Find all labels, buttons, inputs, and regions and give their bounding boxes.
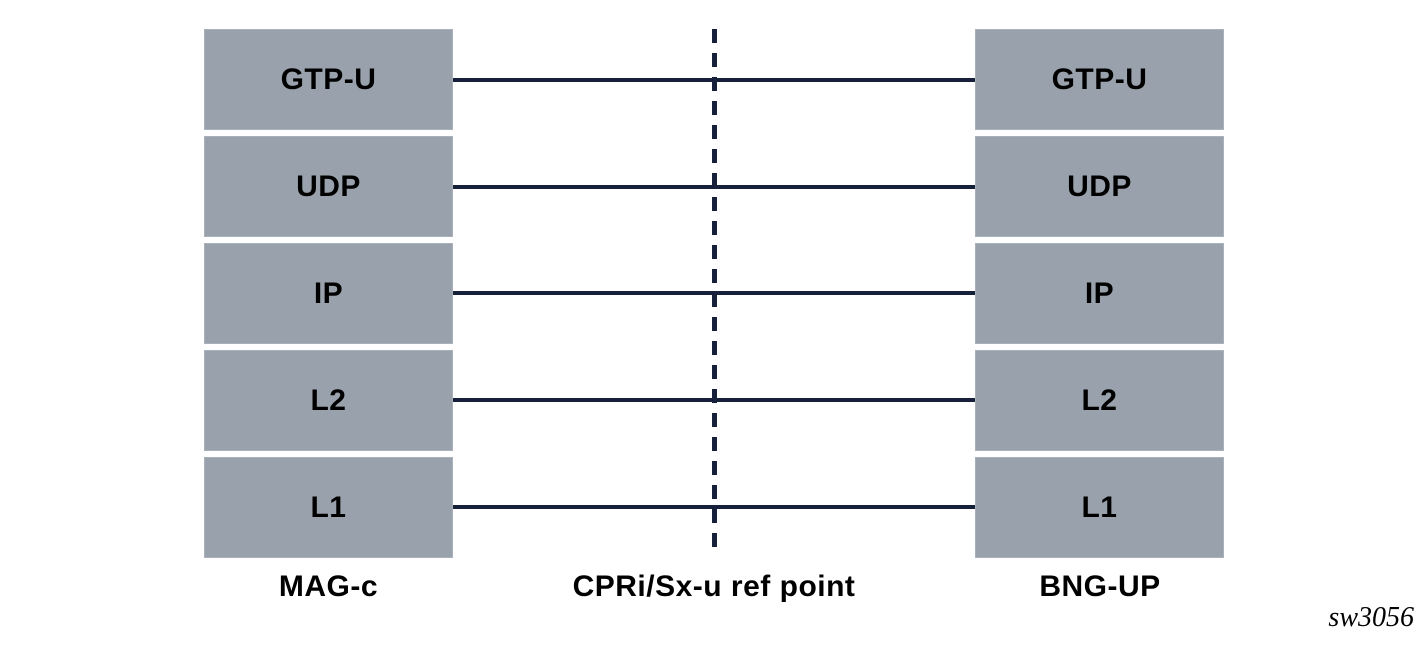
ref-point-dashed-line: [712, 29, 717, 549]
left-stack-label: MAG-c: [278, 570, 379, 603]
layer-box-right-ip: IP: [975, 243, 1224, 344]
right-stack-label: BNG-UP: [1039, 570, 1161, 603]
layer-label: GTP-U: [280, 62, 377, 96]
layer-box-right-gtp-u: GTP-U: [975, 29, 1224, 130]
layer-box-right-l1: L1: [975, 457, 1224, 558]
figure-id: sw3056: [1328, 602, 1414, 633]
layer-label: UDP: [296, 169, 361, 203]
ref-point-label: CPRi/Sx-u ref point: [572, 570, 856, 603]
layer-label: L1: [310, 490, 347, 524]
layer-box-left-l2: L2: [204, 350, 453, 451]
layer-box-left-l1: L1: [204, 457, 453, 558]
layer-label: IP: [1084, 276, 1115, 310]
layer-label: L2: [1081, 383, 1118, 417]
layer-box-left-udp: UDP: [204, 136, 453, 237]
layer-label: IP: [313, 276, 344, 310]
layer-box-left-ip: IP: [204, 243, 453, 344]
layer-label: L2: [310, 383, 347, 417]
layer-box-right-udp: UDP: [975, 136, 1224, 237]
layer-label: GTP-U: [1051, 62, 1148, 96]
layer-label: L1: [1081, 490, 1118, 524]
layer-label: UDP: [1067, 169, 1132, 203]
layer-box-right-l2: L2: [975, 350, 1224, 451]
layer-box-left-gtp-u: GTP-U: [204, 29, 453, 130]
